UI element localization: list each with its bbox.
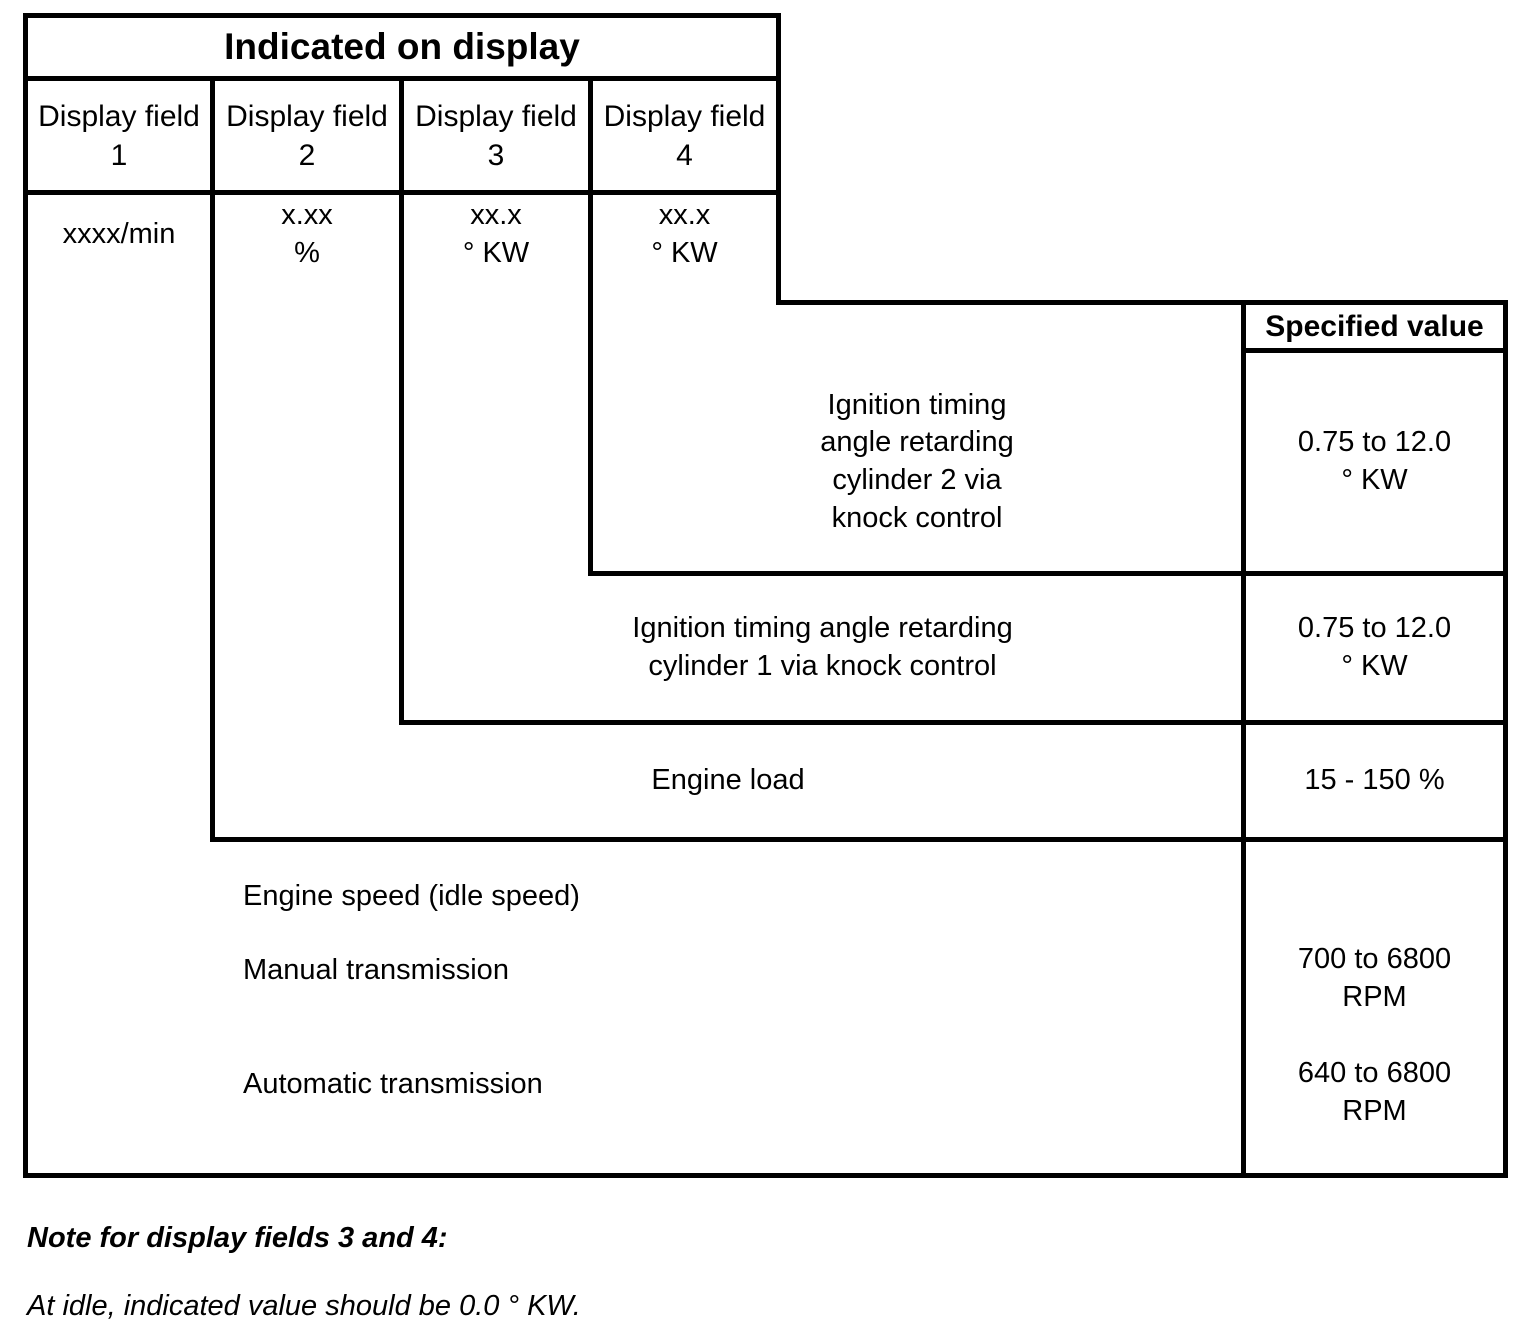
border-bottom: [23, 1173, 1508, 1178]
display-field-3-format: xx.x ° KW: [462, 199, 530, 269]
border-row-engine-load-bottom: [212, 837, 1508, 842]
display-field-1-format: xxxx/min: [62, 218, 176, 251]
engine-speed-item-manual-label: Manual transmission: [243, 954, 509, 987]
table-title: Indicated on display: [224, 25, 580, 67]
engine-speed-item-manual-value: 700 to 6800 RPM: [1297, 943, 1452, 1013]
display-field-3-header: Display field 3: [415, 99, 577, 172]
border-spec-header-bottom: [1242, 348, 1508, 353]
engine-speed-item-automatic-value: 640 to 6800 RPM: [1297, 1057, 1452, 1127]
border-step-to-spec: [778, 300, 1508, 305]
border-right: [1503, 300, 1508, 1178]
row-value-engine-load: 15 - 150 %: [1304, 764, 1445, 797]
specified-value-header: Specified value: [1265, 310, 1484, 343]
row-value-cylinder-2: 0.75 to 12.0 ° KW: [1297, 426, 1452, 496]
border-left: [23, 13, 28, 1178]
border-row-cyl1-bottom: [400, 720, 1508, 725]
display-field-4-header: Display field 4: [603, 99, 766, 172]
divider-col1: [210, 76, 215, 842]
row-label-engine-load: Engine load: [651, 764, 805, 797]
display-field-2-format: x.xx %: [281, 199, 333, 269]
row-label-cylinder-1: Ignition timing angle retarding cylinder…: [632, 612, 1013, 682]
row-label-cylinder-2: Ignition timing angle retarding cylinder…: [820, 388, 1014, 534]
row-value-cylinder-1: 0.75 to 12.0 ° KW: [1297, 612, 1452, 682]
engine-speed-heading: Engine speed (idle speed): [243, 880, 580, 913]
display-field-1-header: Display field 1: [38, 99, 200, 172]
divider-col2: [399, 76, 404, 725]
divider-col3: [588, 76, 593, 576]
divider-spec-value: [1241, 300, 1246, 1178]
border-row-cyl2-bottom: [590, 571, 1508, 576]
border-top: [23, 13, 778, 18]
divider-col4: [776, 13, 781, 305]
note-body: At idle, indicated value should be 0.0 °…: [27, 1290, 581, 1322]
engine-speed-item-automatic-label: Automatic transmission: [243, 1068, 543, 1101]
display-field-2-header: Display field 2: [226, 99, 388, 172]
display-field-4-format: xx.x ° KW: [651, 199, 718, 269]
note-heading: Note for display fields 3 and 4:: [27, 1222, 448, 1254]
